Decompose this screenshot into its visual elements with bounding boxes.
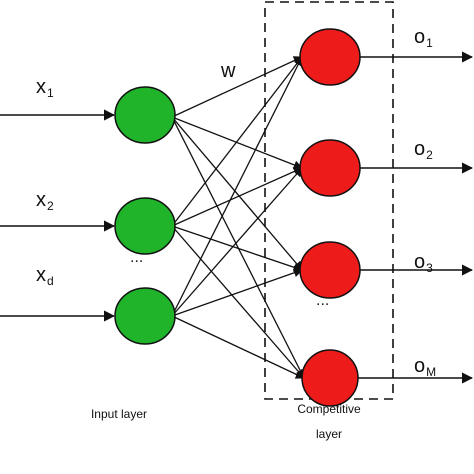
output-label-o3: o3 [414,251,433,275]
weight-label: w [220,60,236,82]
connection-line [171,116,305,379]
input-node [114,86,176,144]
connection-line [171,56,303,317]
output-arrows [358,51,474,384]
competitive-nodes [299,28,361,407]
connection-line [171,56,303,118]
connection-line [171,268,303,317]
input-node [114,287,176,345]
competitive-node [299,241,361,299]
output-label-o2: o2 [414,138,433,162]
input-node [114,197,176,255]
competitive-ellipsis: ... [316,292,329,309]
connection-line [171,167,303,317]
input-arrows [0,109,116,322]
connection-line [171,315,305,379]
competitive-layer-caption-line1: Competitive [297,402,361,416]
input-label-x1: x1 [36,76,54,100]
weight-connections [171,56,305,379]
input-nodes [114,86,176,345]
input-label-x2: x2 [36,189,54,213]
competitive-node [299,28,361,86]
output-label-o1: o1 [414,26,433,50]
connection-line [171,225,305,379]
competitive-node [301,349,359,407]
competitive-node [299,139,361,197]
connection-line [171,116,303,271]
connection-line [171,167,303,227]
competitive-layer-caption-line2: layer [316,427,342,441]
connection-line [171,56,303,227]
input-label-xd: xd [36,264,54,288]
connection-line [171,225,303,272]
input-layer-caption: Input layer [91,407,147,421]
output-label-om: oM [414,355,436,379]
input-ellipsis: ... [130,249,143,266]
